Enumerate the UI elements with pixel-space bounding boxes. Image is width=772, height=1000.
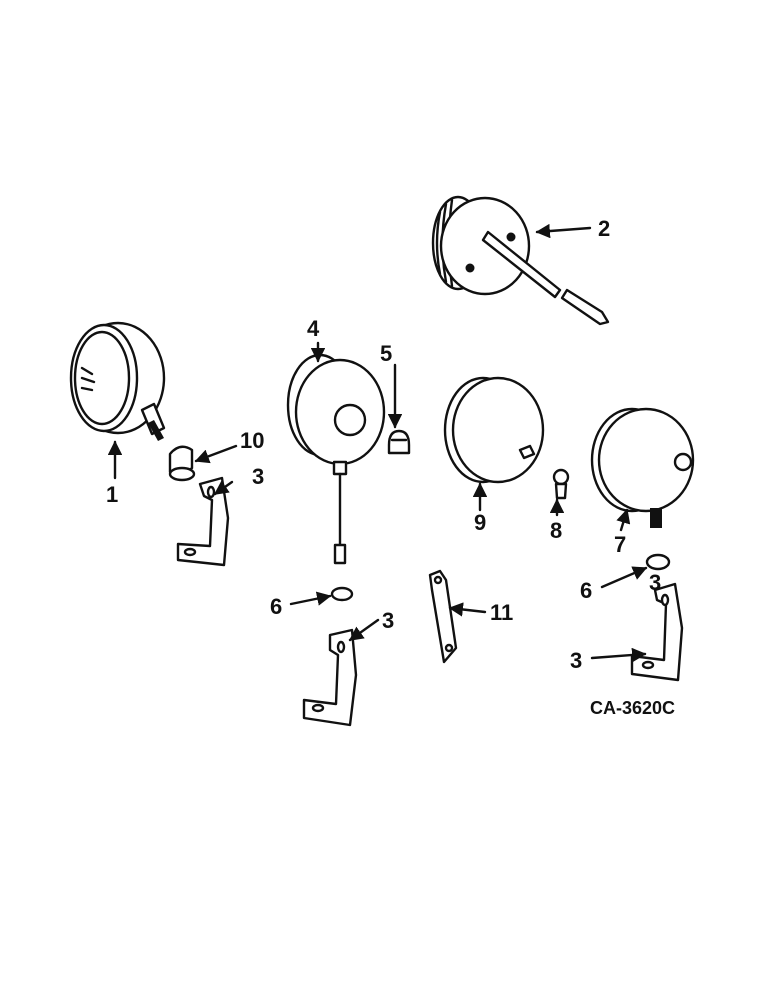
drawing-code: CA-3620C [590, 698, 675, 718]
lamp-1 [69, 321, 166, 441]
strap-11 [428, 569, 458, 664]
washer-6-a [330, 586, 354, 602]
callout-6-b: 6 [580, 578, 592, 603]
bulb-5 [387, 429, 411, 455]
lamp-2-with-cable [431, 195, 610, 326]
bracket-3-a [176, 476, 230, 567]
callout-2: 2 [598, 216, 610, 241]
lamp-7 [590, 407, 695, 528]
callout-3-c: 3 [570, 648, 582, 673]
lamp-4 [286, 353, 386, 565]
bracket-3-b [302, 628, 358, 727]
callout-5: 5 [380, 341, 392, 366]
callout-8: 8 [550, 518, 562, 543]
callout-9: 9 [474, 510, 486, 535]
callouts: 1 2 3 3 3 3 4 5 6 6 7 8 9 10 11 [106, 216, 661, 673]
lamp-9 [443, 376, 545, 484]
bracket-3-c [630, 582, 684, 682]
callout-11: 11 [490, 600, 513, 625]
callout-6-a: 6 [270, 594, 282, 619]
socket-10 [168, 445, 196, 482]
callout-3-b: 3 [382, 608, 394, 633]
callout-10: 10 [240, 428, 264, 453]
bulb-8 [552, 468, 570, 500]
leader-lines [107, 223, 648, 663]
callout-7: 7 [614, 532, 626, 557]
washer-6-b [645, 553, 671, 571]
callout-3-a: 3 [252, 464, 264, 489]
callout-3-d: 3 [649, 570, 661, 595]
callout-1: 1 [106, 482, 118, 507]
callout-4: 4 [307, 316, 320, 341]
